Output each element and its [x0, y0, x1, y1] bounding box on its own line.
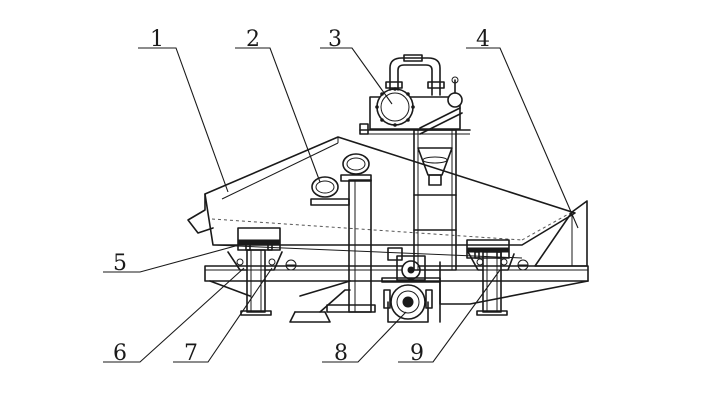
- callout-6: 6: [113, 341, 127, 366]
- middle-foot: [289, 289, 351, 323]
- right-support-column: [467, 251, 515, 316]
- callout-1: 1: [150, 27, 164, 52]
- spring-supports: [237, 227, 510, 259]
- center-post: [326, 179, 376, 313]
- callout-2: 2: [246, 27, 260, 52]
- cyclone-assembly: [359, 54, 471, 271]
- callout-3: 3: [328, 27, 342, 52]
- leader-lines: [103, 47, 579, 363]
- discharge-end: [534, 200, 588, 267]
- callout-4: 4: [476, 27, 490, 52]
- slurry-pump: [381, 247, 441, 323]
- callout-9: 9: [410, 341, 424, 366]
- vibration-motors: [310, 153, 372, 206]
- left-support-column: [227, 249, 283, 316]
- callout-8: 8: [334, 341, 348, 366]
- vibrating-screen-body: [187, 136, 576, 259]
- callout-numbers: 1 2 3 4 5 6 7 8 9: [113, 27, 490, 366]
- callout-7: 7: [184, 341, 198, 366]
- callout-5: 5: [113, 251, 127, 276]
